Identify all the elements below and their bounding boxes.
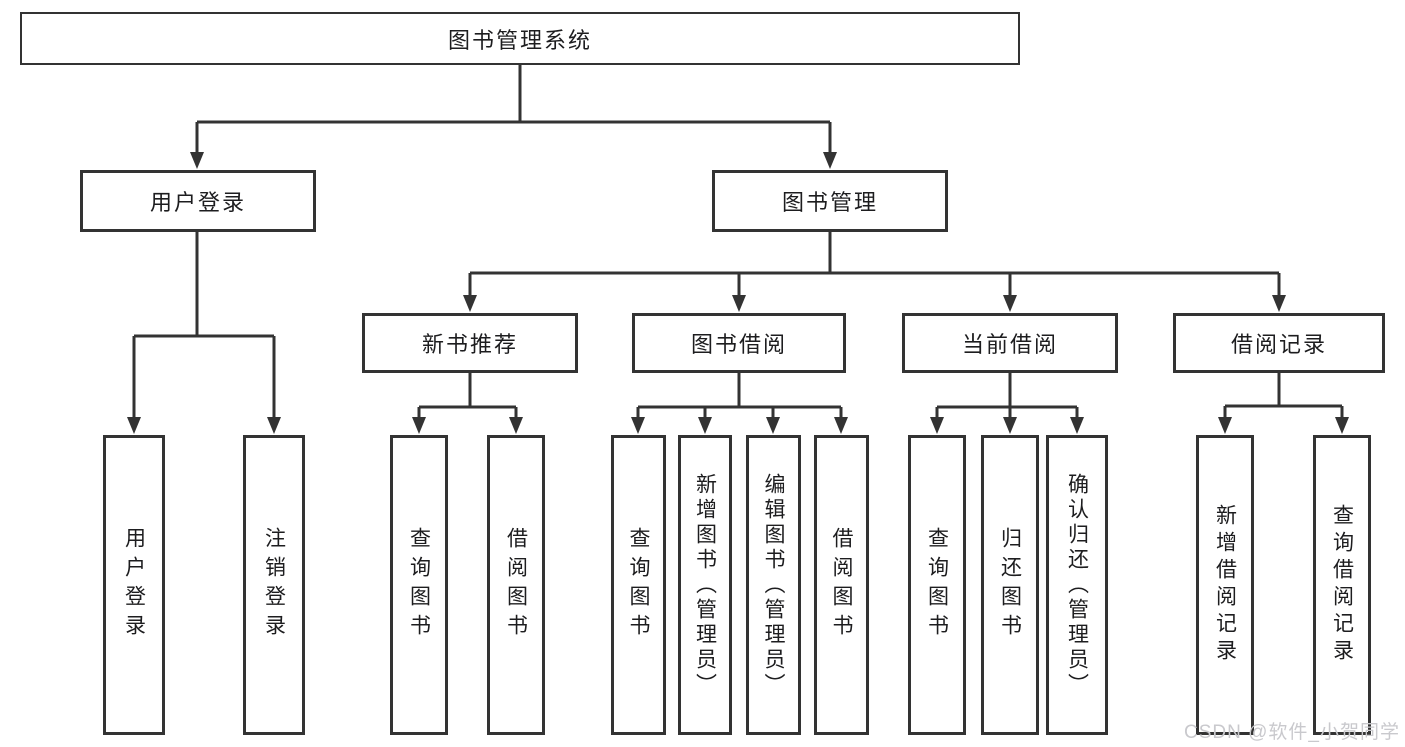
node-label: 新书推荐 [421, 332, 518, 357]
leaf-borrow-books-recommend: 借阅图书 [487, 435, 545, 735]
node-label: 图书管理系统 [447, 27, 592, 53]
leaf-add-borrow-record: 新增借阅记录 [1196, 435, 1254, 735]
node-label: 用户登录 [122, 527, 146, 643]
node-label: 确认归还（管理员） [1065, 472, 1089, 698]
leaf-confirm-return-admin: 确认归还（管理员） [1046, 435, 1108, 735]
node-book-borrowing: 图书借阅 [632, 313, 846, 373]
leaf-logout-login: 注销登录 [243, 435, 305, 735]
node-label: 当前借阅 [961, 332, 1058, 357]
node-label: 新增图书（管理员） [693, 472, 717, 698]
leaf-query-books-current: 查询图书 [908, 435, 966, 735]
node-label: 注销登录 [262, 527, 286, 643]
node-borrowing-records: 借阅记录 [1173, 313, 1385, 373]
node-library-management-system: 图书管理系统 [20, 12, 1020, 65]
node-current-borrowing: 当前借阅 [902, 313, 1118, 373]
arrowheads [127, 152, 1349, 434]
leaf-query-books-recommend: 查询图书 [390, 435, 448, 735]
node-label: 图书管理 [781, 190, 878, 215]
node-user-login: 用户登录 [80, 170, 316, 232]
leaf-edit-book-admin: 编辑图书（管理员） [746, 435, 801, 735]
leaf-query-borrow-record: 查询借阅记录 [1313, 435, 1371, 735]
node-label: 查询图书 [627, 527, 650, 643]
leaf-borrow-books-borrowing: 借阅图书 [814, 435, 869, 735]
watermark: CSDN @软件_小贺同学 [1184, 722, 1400, 743]
leaf-add-book-admin: 新增图书（管理员） [678, 435, 732, 735]
node-label: 查询借阅记录 [1330, 504, 1354, 666]
node-label: 图书借阅 [690, 332, 787, 357]
node-new-book-recommend: 新书推荐 [362, 313, 578, 373]
node-label: 编辑图书（管理员） [762, 472, 785, 698]
node-book-management: 图书管理 [712, 170, 948, 232]
leaf-return-book: 归还图书 [981, 435, 1039, 735]
node-label: 借阅图书 [504, 527, 528, 643]
leaf-user-login: 用户登录 [103, 435, 165, 735]
node-label: 查询图书 [407, 527, 431, 643]
node-label: 用户登录 [149, 190, 246, 215]
node-label: 新增借阅记录 [1213, 504, 1237, 666]
leaf-query-books-borrowing: 查询图书 [611, 435, 666, 735]
node-label: 借阅图书 [830, 527, 853, 643]
node-label: 查询图书 [925, 527, 949, 643]
node-label: 归还图书 [998, 527, 1022, 643]
node-label: 借阅记录 [1230, 332, 1327, 357]
